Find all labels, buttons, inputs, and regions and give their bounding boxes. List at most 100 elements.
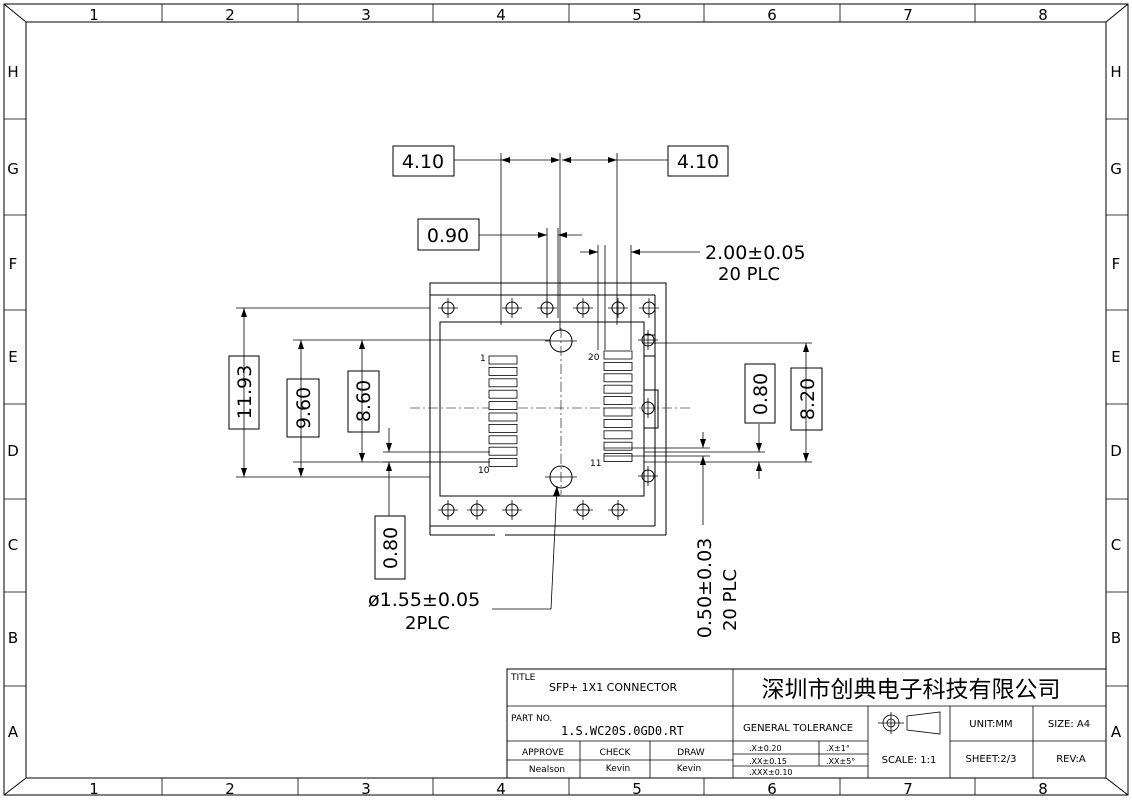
- pin-pad: [603, 441, 633, 451]
- row-label: C: [1111, 536, 1121, 554]
- col-label: 1: [89, 780, 99, 798]
- projection-symbol-icon: [878, 711, 941, 735]
- row-label: G: [7, 160, 19, 178]
- row-label: A: [8, 723, 19, 741]
- sheet: SHEET:2/3: [966, 754, 1017, 765]
- col-label: 2: [225, 780, 235, 798]
- pin-label-20: 20: [588, 353, 600, 363]
- dim-box-410-right: [667, 145, 729, 177]
- col-label: 1: [89, 6, 99, 24]
- dim-410-right: 4.10: [677, 151, 719, 173]
- approve-label: APPROVE: [522, 748, 564, 758]
- dim-box-860: [347, 370, 380, 433]
- draw-label: DRAW: [677, 748, 704, 758]
- size: SIZE: A4: [1048, 719, 1090, 730]
- pin-pad: [488, 355, 518, 365]
- bottom-holes: [438, 500, 628, 520]
- inner-border: [25, 21, 1107, 779]
- dim-050: 0.50±0.03: [694, 538, 716, 639]
- row-label: H: [7, 63, 18, 81]
- connector-body: [439, 321, 645, 497]
- tol-ang1: .X±1°: [826, 744, 850, 753]
- row-label: H: [1110, 63, 1121, 81]
- dim-box-960: [286, 378, 320, 438]
- pin-pad: [603, 350, 633, 360]
- dim-860: 8.60: [353, 380, 375, 422]
- pin-pad: [603, 396, 633, 406]
- pin-pad: [603, 384, 633, 394]
- pads-left: [488, 355, 518, 468]
- pin-pad: [488, 366, 518, 376]
- footprint-drawing: 1 10 20 11: [410, 282, 690, 536]
- scale: SCALE: 1:1: [882, 755, 937, 766]
- dim-960: 9.60: [293, 387, 315, 429]
- dim-1193: 11.93: [234, 365, 256, 419]
- pin-pad: [603, 453, 633, 463]
- pin-pad: [603, 361, 633, 371]
- pin-pad: [603, 418, 633, 428]
- col-label: 4: [496, 6, 506, 24]
- pads-right: [603, 350, 633, 463]
- part-label: PART NO.: [511, 714, 552, 724]
- pin-pad: [603, 430, 633, 440]
- pin-label-1: 1: [480, 354, 486, 364]
- dim-hole-dia: ø1.55±0.05: [368, 589, 480, 611]
- general-tolerance: GENERAL TOLERANCE: [743, 723, 853, 734]
- tol-xxx: .XXX±0.10: [749, 768, 793, 777]
- row-label: B: [1111, 629, 1121, 647]
- col-label: 3: [361, 780, 371, 798]
- dim-box-820: [790, 367, 823, 431]
- pin-pad: [488, 412, 518, 422]
- row-label: E: [8, 348, 17, 366]
- dim-box-1193: [228, 355, 260, 430]
- title-label: TITLE: [510, 673, 536, 683]
- col-label: 4: [496, 780, 506, 798]
- row-label: D: [1110, 442, 1122, 460]
- revision: REV:A: [1056, 754, 1086, 765]
- dim-820: 8.20: [797, 378, 819, 420]
- title-value: SFP+ 1X1 CONNECTOR: [549, 681, 677, 694]
- row-label: E: [1111, 348, 1120, 366]
- col-label: 7: [903, 6, 913, 24]
- tol-x: .X±0.20: [749, 744, 782, 753]
- dim-hole-count: 2PLC: [405, 613, 450, 634]
- pin-label-11: 11: [590, 459, 601, 469]
- dim-200-count: 20 PLC: [718, 264, 780, 285]
- row-label: F: [1112, 255, 1121, 273]
- dim-050-count: 20 PLC: [720, 569, 741, 631]
- dim-080-bottom: 0.80: [380, 527, 402, 569]
- top-holes: [438, 298, 659, 318]
- col-label: 8: [1038, 6, 1048, 24]
- col-label: 2: [225, 6, 235, 24]
- pin-pad: [603, 407, 633, 417]
- pin-pad: [488, 378, 518, 388]
- row-label: D: [7, 442, 19, 460]
- pin-pad: [488, 423, 518, 433]
- dim-410-left: 4.10: [402, 151, 444, 173]
- dim-box-080-right: [744, 363, 776, 424]
- pin-pad: [488, 389, 518, 399]
- pin-pad: [603, 373, 633, 383]
- col-label: 5: [632, 780, 642, 798]
- dim-box-090: [417, 218, 480, 251]
- row-label: B: [8, 629, 18, 647]
- row-label: C: [8, 536, 18, 554]
- approve-name: Nealson: [529, 765, 565, 775]
- row-label: A: [1111, 723, 1122, 741]
- col-label: 6: [767, 780, 777, 798]
- part-number: 1.S.WC20S.0GD0.RT: [561, 724, 684, 738]
- col-label: 7: [903, 780, 913, 798]
- dim-200: 2.00±0.05: [705, 242, 806, 264]
- tol-xx: .XX±0.15: [749, 757, 787, 766]
- unit: UNIT:MM: [969, 719, 1012, 730]
- dim-box-410-left: [392, 145, 455, 177]
- row-label: G: [1110, 160, 1122, 178]
- draw-name: Kevin: [677, 764, 702, 774]
- grid-zones: 1 2 3 4 5 6 7 8 1 2 3 4 5 6 7 8 H G F E …: [4, 4, 1128, 798]
- pin-pad: [488, 446, 518, 456]
- check-label: CHECK: [600, 748, 632, 758]
- pin-pad: [488, 458, 518, 468]
- outer-border: [3, 3, 1129, 796]
- dimensions: 4.10 4.10 0.90 2.00±0.05 20 PLC: [228, 145, 823, 639]
